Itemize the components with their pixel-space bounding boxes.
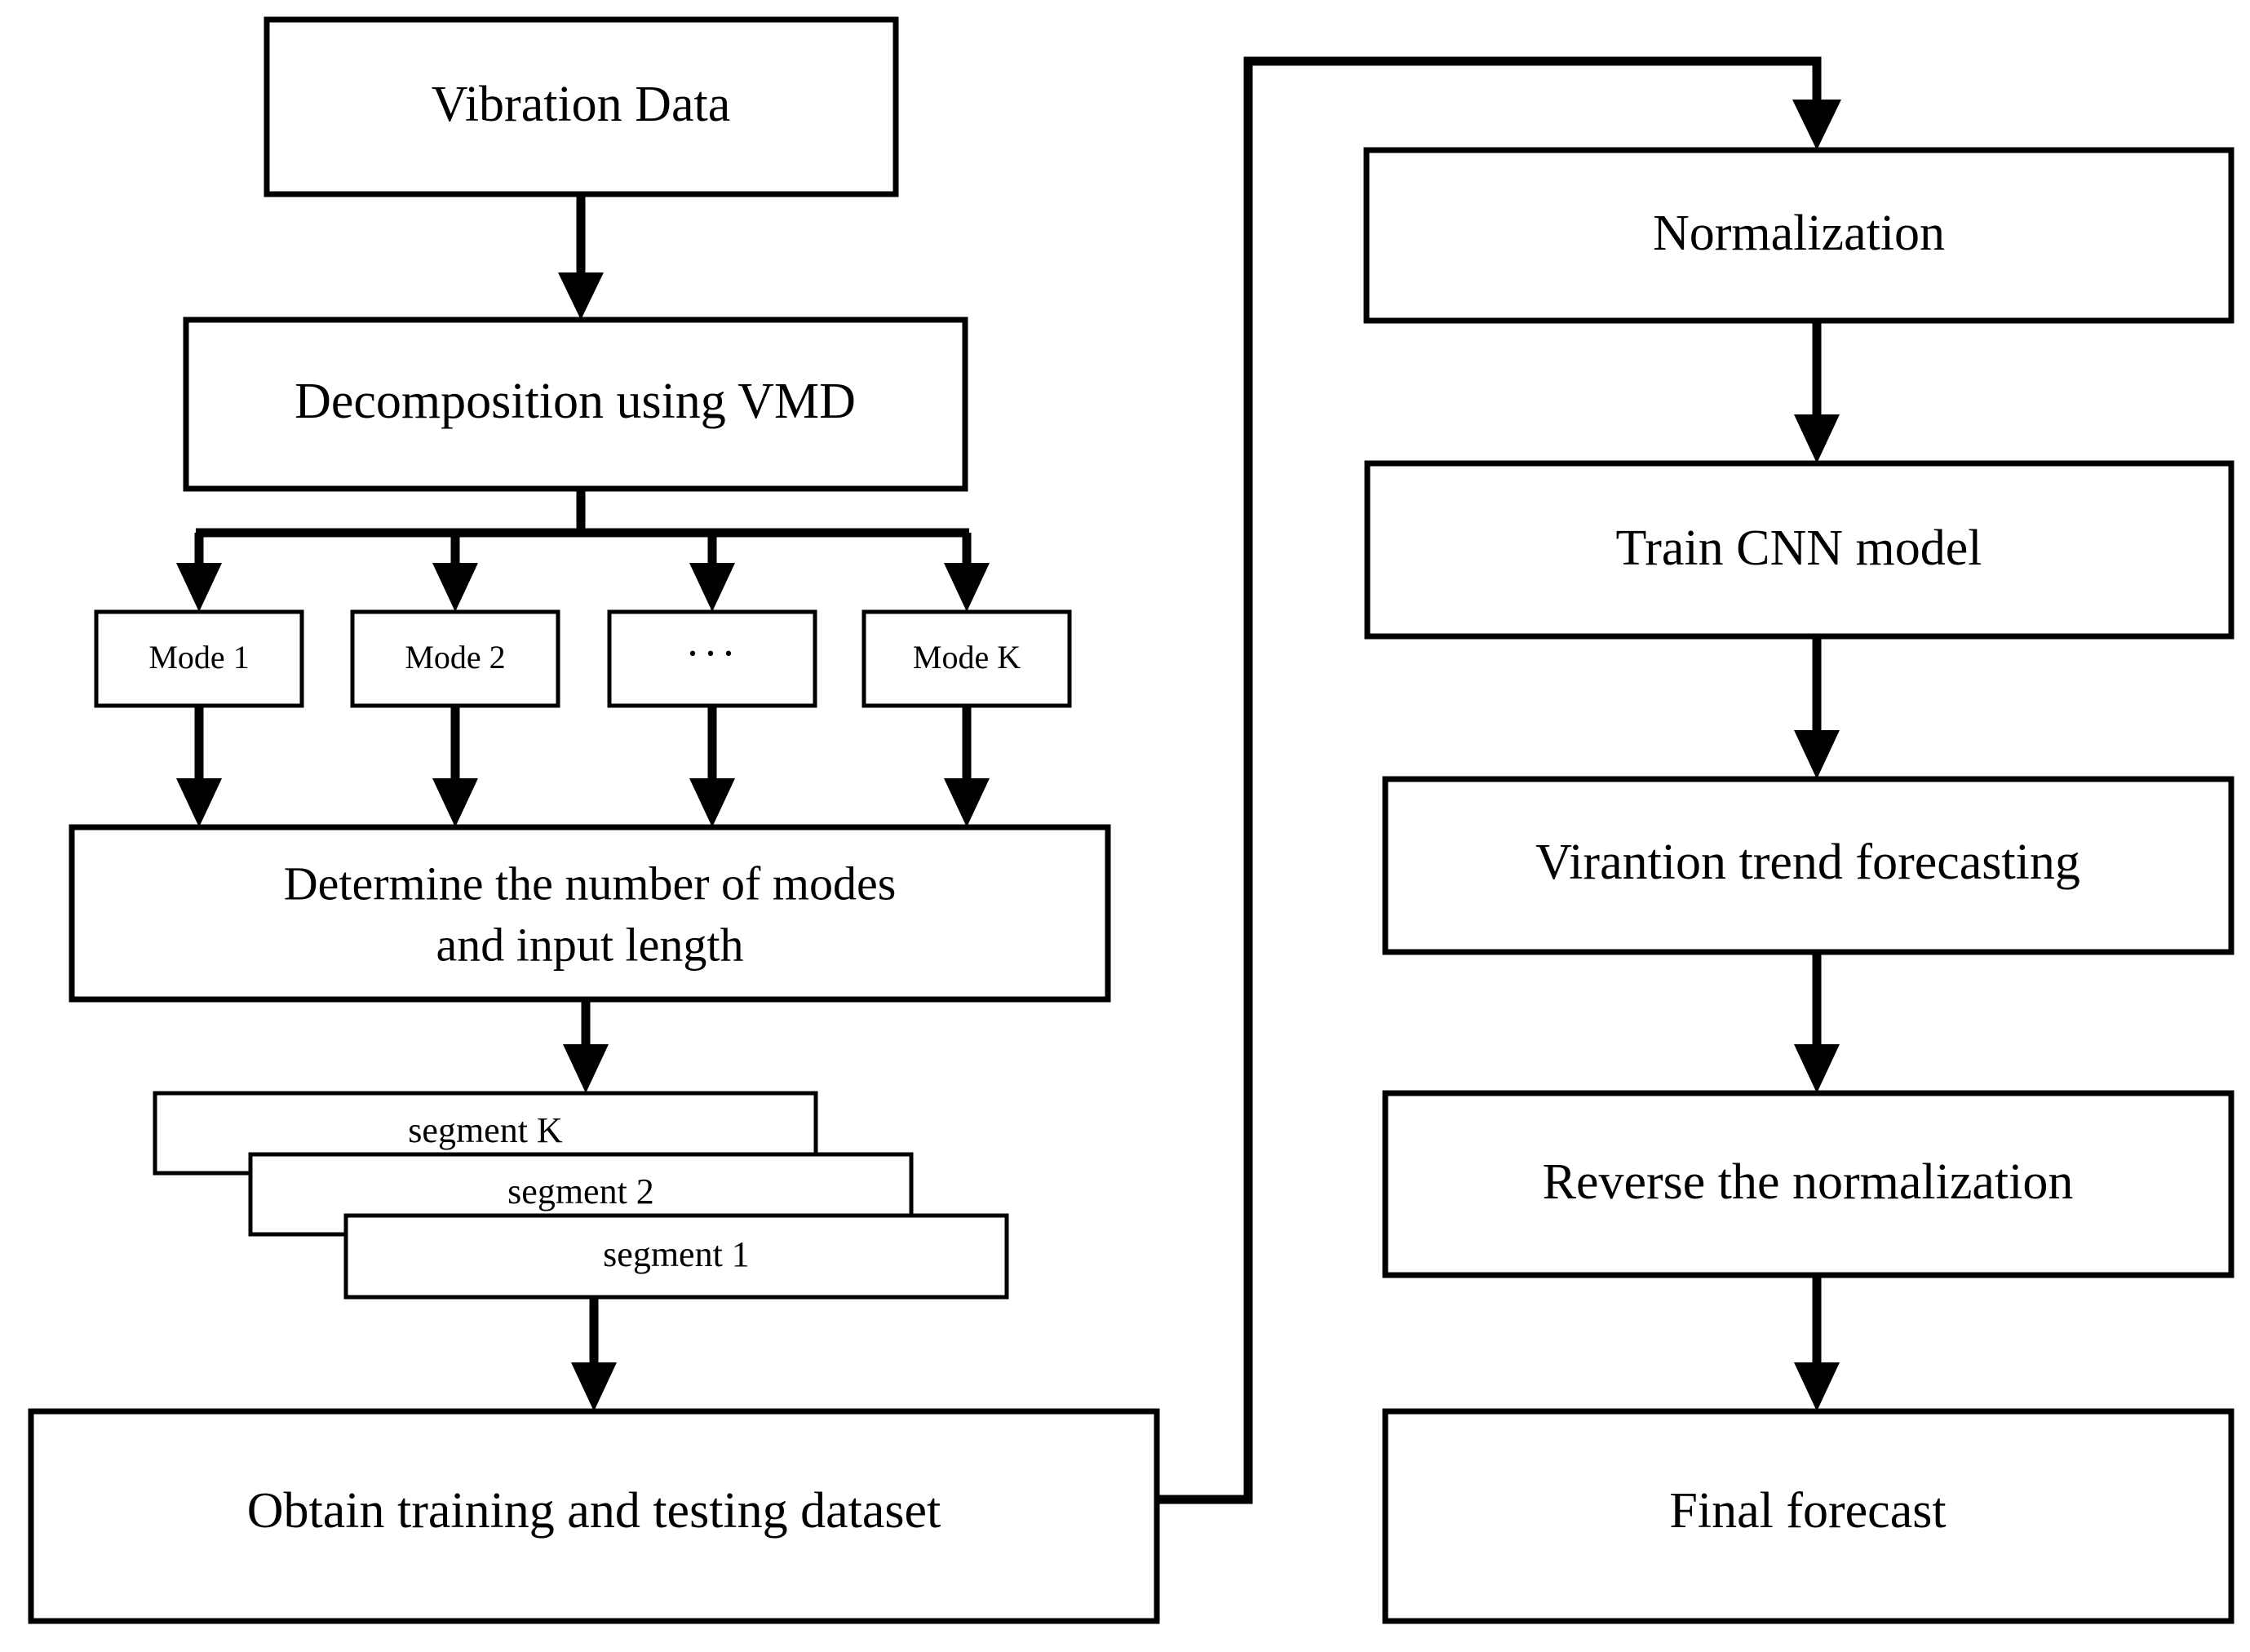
node-final-forecast[interactable]: Final forecast xyxy=(1382,1408,2234,1624)
node-segment-2-label: segment 2 xyxy=(507,1171,654,1211)
connector-normalization-to-train xyxy=(1794,321,1840,463)
node-decomposition-vmd-label: Decomposition using VMD xyxy=(295,374,856,429)
node-vibration-trend-forecasting-label: Virantion trend forecasting xyxy=(1535,835,2080,890)
connector-reverse-to-final xyxy=(1794,1275,1840,1411)
node-reverse-normalization-label: Reverse the normalization xyxy=(1543,1154,2074,1210)
node-mode-ellipsis-label: ··· xyxy=(685,628,739,677)
node-vibration-trend-forecasting[interactable]: Virantion trend forecasting xyxy=(1382,776,2234,955)
node-vibration-data[interactable]: Vibration Data xyxy=(264,16,899,197)
node-mode-2-label: Mode 2 xyxy=(405,639,505,675)
connector-forecasting-to-reverse xyxy=(1794,952,1840,1093)
node-train-cnn-model[interactable]: Train CNN model xyxy=(1364,460,2234,640)
node-segment-1[interactable]: segment 1 xyxy=(343,1213,1009,1300)
node-reverse-normalization[interactable]: Reverse the normalization xyxy=(1382,1090,2234,1278)
node-determine-modes-label-line2: and input length xyxy=(436,918,744,971)
connector-determine-to-segments xyxy=(563,999,609,1093)
node-obtain-dataset[interactable]: Obtain training and testing dataset xyxy=(28,1408,1160,1624)
node-mode-2[interactable]: Mode 2 xyxy=(350,609,560,708)
node-final-forecast-label: Final forecast xyxy=(1669,1483,1946,1539)
node-mode-k-label: Mode K xyxy=(913,639,1021,675)
node-normalization[interactable]: Normalization xyxy=(1363,147,2234,324)
node-mode-ellipsis[interactable]: ··· xyxy=(607,609,817,708)
node-mode-1-label: Mode 1 xyxy=(148,639,249,675)
connector-modes-to-determine xyxy=(176,706,990,827)
node-decomposition-vmd[interactable]: Decomposition using VMD xyxy=(183,317,968,492)
node-determine-modes[interactable]: Determine the number of modes and input … xyxy=(69,824,1111,1003)
node-segment-k-label: segment K xyxy=(408,1110,563,1150)
node-determine-modes-label-line1: Determine the number of modes xyxy=(284,857,897,910)
connector-decomposition-fanout xyxy=(176,487,990,612)
node-mode-1[interactable]: Mode 1 xyxy=(94,609,304,708)
connector-obtain-to-normalization-loop xyxy=(1157,56,1841,1504)
node-normalization-label: Normalization xyxy=(1653,206,1945,261)
node-segment-1-label: segment 1 xyxy=(603,1234,750,1274)
connector-segment1-to-obtain xyxy=(571,1297,617,1411)
connector-vibration-to-decomposition xyxy=(558,194,604,320)
node-obtain-dataset-label: Obtain training and testing dataset xyxy=(247,1483,941,1539)
connector-train-to-forecasting xyxy=(1794,636,1840,779)
node-train-cnn-model-label: Train CNN model xyxy=(1616,520,1982,576)
node-mode-k[interactable]: Mode K xyxy=(861,609,1072,708)
node-vibration-data-label: Vibration Data xyxy=(432,77,730,132)
